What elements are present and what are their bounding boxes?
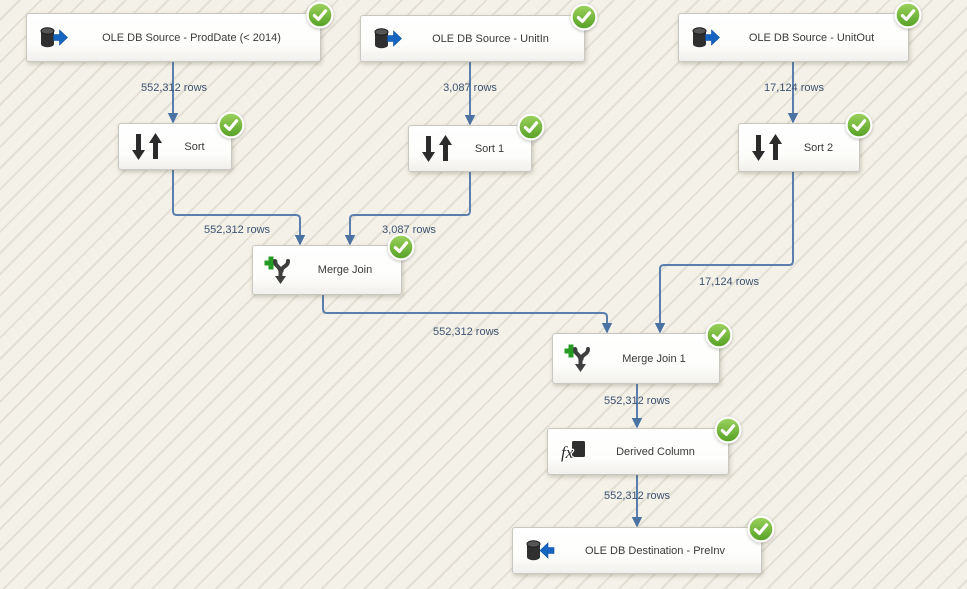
row-count-label: 3,087 rows [443,82,497,94]
merge-join-icon [564,343,595,374]
node-src-unitin[interactable]: OLE DB Source - UnitIn [360,3,598,62]
success-check-icon [387,233,415,261]
success-check-icon [747,515,775,543]
sort-icon [130,131,164,162]
row-count-label: 17,124 rows [764,82,824,94]
connector-sort-1-to-merge-join[interactable] [344,170,471,246]
success-check-icon [570,3,598,31]
node-label: Derived Column [616,445,695,458]
success-check-icon [894,1,922,29]
derived-column-icon: fx [559,440,589,464]
node-src-proddate[interactable]: OLE DB Source - ProdDate (< 2014) [26,1,334,62]
merge-join-icon [264,255,295,286]
node-label: OLE DB Source - ProdDate (< 2014) [102,31,281,44]
node-label: Sort 2 [803,141,834,154]
success-check-icon [217,111,245,139]
db-source-icon [38,25,69,50]
row-count-label: 552,312 rows [603,490,671,502]
success-check-icon [306,1,334,29]
success-check-icon [845,111,873,139]
node-src-unitout[interactable]: OLE DB Source - UnitOut [678,1,922,62]
node-label: OLE DB Source - UnitOut [748,31,875,44]
db-source-icon [690,25,721,50]
row-count-label: 552,312 rows [603,395,671,407]
node-merge-join-1[interactable]: Merge Join 1 [552,321,733,384]
connector-sort-to-merge-join[interactable] [172,168,306,246]
db-source-icon [372,26,403,51]
node-sort[interactable]: Sort [118,111,245,170]
success-check-icon [705,321,733,349]
node-label: OLE DB Destination - PreInv [584,544,725,557]
sort-icon [420,133,454,164]
node-sort-2[interactable]: Sort 2 [738,111,873,172]
success-check-icon [714,416,742,444]
node-label: Sort 1 [474,142,505,155]
node-label: Sort [184,140,205,153]
row-count-label: 3,087 rows [382,224,436,236]
node-label: Merge Join [317,264,373,276]
row-count-label: 552,312 rows [203,224,271,236]
connector-sort-2-to-merge-join-1[interactable] [654,170,794,334]
node-sort-1[interactable]: Sort 1 [408,113,545,172]
db-destination-icon [524,538,555,563]
row-count-label: 17,124 rows [699,276,759,288]
svg-text:fx: fx [561,443,574,462]
node-label: OLE DB Source - UnitIn [432,32,549,45]
node-label: Merge Join 1 [622,352,686,365]
row-count-label: 552,312 rows [432,326,500,338]
row-count-label: 552,312 rows [140,82,208,94]
connector-merge-join-to-merge-join-1[interactable] [322,293,613,334]
success-check-icon [517,113,545,141]
node-dest-preinv[interactable]: OLE DB Destination - PreInv [512,515,775,574]
node-derived-column[interactable]: fx Derived Column [547,416,742,475]
sort-icon [750,132,784,163]
node-merge-join[interactable]: Merge Join [252,233,415,295]
